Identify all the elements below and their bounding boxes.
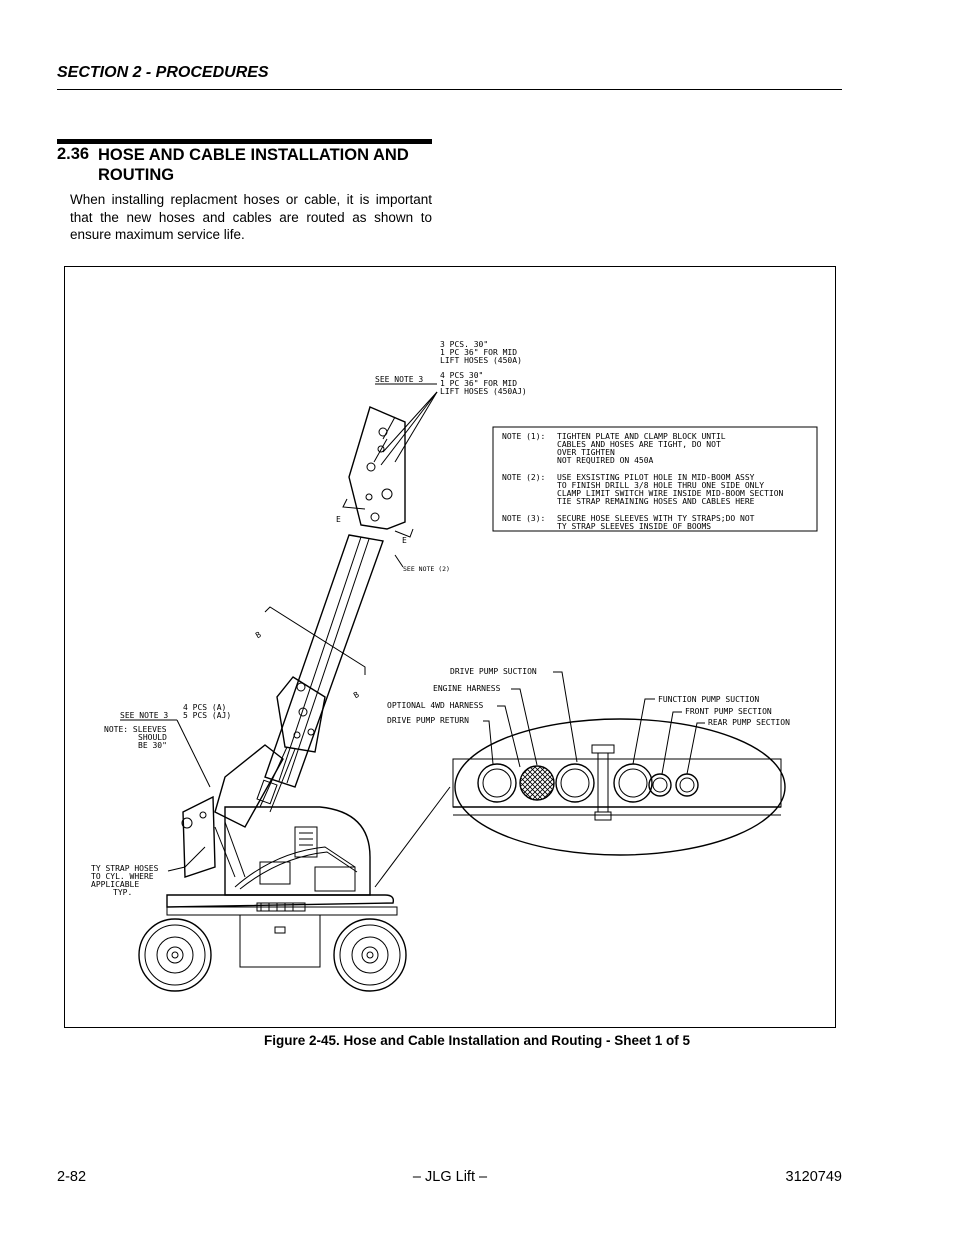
label-engine-harness: ENGINE HARNESS (433, 684, 501, 693)
engine-harness (555, 763, 595, 803)
note-3-label: NOTE (3): (502, 514, 545, 523)
hose-detail-view (452, 718, 786, 856)
detail-labels: DRIVE PUMP SUCTION ENGINE HARNESS OPTION… (387, 667, 790, 775)
top-callouts: 3 PCS. 30" 1 PC 36" FOR MID LIFT HOSES (… (254, 340, 527, 700)
note-3-line-2: TY STRAP SLEEVES INSIDE OF BOOMS (557, 522, 711, 531)
footer-doc-number: 3120749 (785, 1169, 842, 1185)
note-1-line-1: TIGHTEN PLATE AND CLAMP BLOCK UNTIL (557, 432, 726, 441)
drive-pump-return-hose (477, 763, 517, 803)
top-block-line-3: LIFT HOSES (450A) (440, 356, 522, 365)
top-block2-line-2: 1 PC 36" FOR MID (440, 379, 517, 388)
section-letter-e-left: E (336, 515, 341, 524)
note-2-label: NOTE (2): (502, 473, 545, 482)
section-cut-line-b (264, 606, 366, 675)
title-rule (57, 139, 432, 144)
ty-strap-note-1: TY STRAP HOSES (91, 864, 159, 873)
top-block2-line-1: 4 PCS 30" (440, 371, 483, 380)
note-1-label: NOTE (1): (502, 432, 545, 441)
note-1-line-3: OVER TIGHTEN (557, 448, 615, 457)
note-2-line-2: TO FINISH DRILL 3/8 HOLE THRU ONE SIDE O… (557, 481, 764, 490)
left-callouts: SEE NOTE 3 4 PCS (A) 5 PCS (AJ) NOTE: SL… (91, 703, 231, 897)
top-block2-line-3: LIFT HOSES (450AJ) (440, 387, 527, 396)
ty-strap-note-3: APPLICABLE (91, 880, 139, 889)
top-note-ref: SEE NOTE 3 (375, 375, 423, 384)
top-block-line-1: 3 PCS. 30" (440, 340, 488, 349)
rear-pump-section-hose (675, 773, 699, 797)
label-optional-4wd: OPTIONAL 4WD HARNESS (387, 701, 484, 710)
clamp-bolt-head (591, 744, 615, 754)
figure-caption: Figure 2-45. Hose and Cable Installation… (263, 1033, 691, 1048)
note-2-line-3: CLAMP LIMIT SWITCH WIRE INSIDE MID-BOOM … (557, 489, 784, 498)
front-pump-section-hose (648, 773, 672, 797)
lift-machine (138, 406, 451, 992)
note-1-line-2: CABLES AND HOSES ARE TIGHT, DO NOT (557, 440, 721, 449)
drive-pump-suction-hose (613, 763, 653, 803)
mid-pcs-2: 5 PCS (AJ) (183, 711, 231, 720)
note-2-line-4: TIE STRAP REMAINING HOSES AND CABLES HER… (557, 497, 755, 506)
note-1-line-4: NOT REQUIRED ON 450A (557, 456, 654, 465)
section-number: 2.36 (57, 145, 90, 163)
label-rear-pump-section: REAR PUMP SECTION (708, 718, 790, 727)
ty-strap-note-2: TO CYL. WHERE (91, 872, 154, 881)
detail-ellipse (454, 718, 786, 856)
top-block-line-2: 1 PC 36" FOR MID (440, 348, 517, 357)
sleeves-note-2: SHOULD (138, 733, 167, 742)
label-front-pump-section: FRONT PUMP SECTION (685, 707, 772, 716)
sleeves-note-3: BE 30" (138, 741, 167, 750)
sleeves-note-1: NOTE: SLEEVES (104, 725, 167, 734)
section-title: HOSE AND CABLE INSTALLATION AND ROUTING (98, 146, 409, 184)
footer-brand: – JLG Lift – (412, 1169, 488, 1185)
header-rule (57, 89, 842, 90)
label-drive-pump-suction: DRIVE PUMP SUCTION (450, 667, 537, 676)
hose-routing-drawing: NOTE (1): TIGHTEN PLATE AND CLAMP BLOCK … (91, 340, 818, 992)
footer-page-number: 2-82 (57, 1169, 87, 1185)
section-letter-b-left: B (254, 630, 263, 640)
see-note-2: SEE NOTE (2) (403, 565, 450, 573)
section-header: SECTION 2 - PROCEDURES (57, 64, 269, 81)
note-2-line-1: USE EXSISTING PILOT HOLE IN MID-BOOM ASS… (557, 473, 755, 482)
notes-box (492, 426, 818, 532)
figure-box: NOTE (1): TIGHTEN PLATE AND CLAMP BLOCK … (64, 266, 836, 1028)
optional-4wd-harness (519, 765, 555, 801)
label-function-pump-suction: FUNCTION PUMP SUCTION (658, 695, 759, 704)
mid-pcs-1: 4 PCS (A) (183, 703, 226, 712)
label-drive-pump-return: DRIVE PUMP RETURN (387, 716, 469, 725)
notes-text: NOTE (1): TIGHTEN PLATE AND CLAMP BLOCK … (502, 432, 784, 531)
section-letter-e-right: E (402, 536, 407, 545)
mid-note-ref: SEE NOTE 3 (120, 711, 168, 720)
note-3-line-1: SECURE HOSE SLEEVES WITH TY STRAPS;DO NO… (557, 514, 755, 523)
intro-paragraph: When installing replacment hoses or cabl… (70, 192, 432, 242)
ty-strap-note-4: TYP. (113, 888, 132, 897)
section-letter-b-right: B (352, 690, 361, 700)
